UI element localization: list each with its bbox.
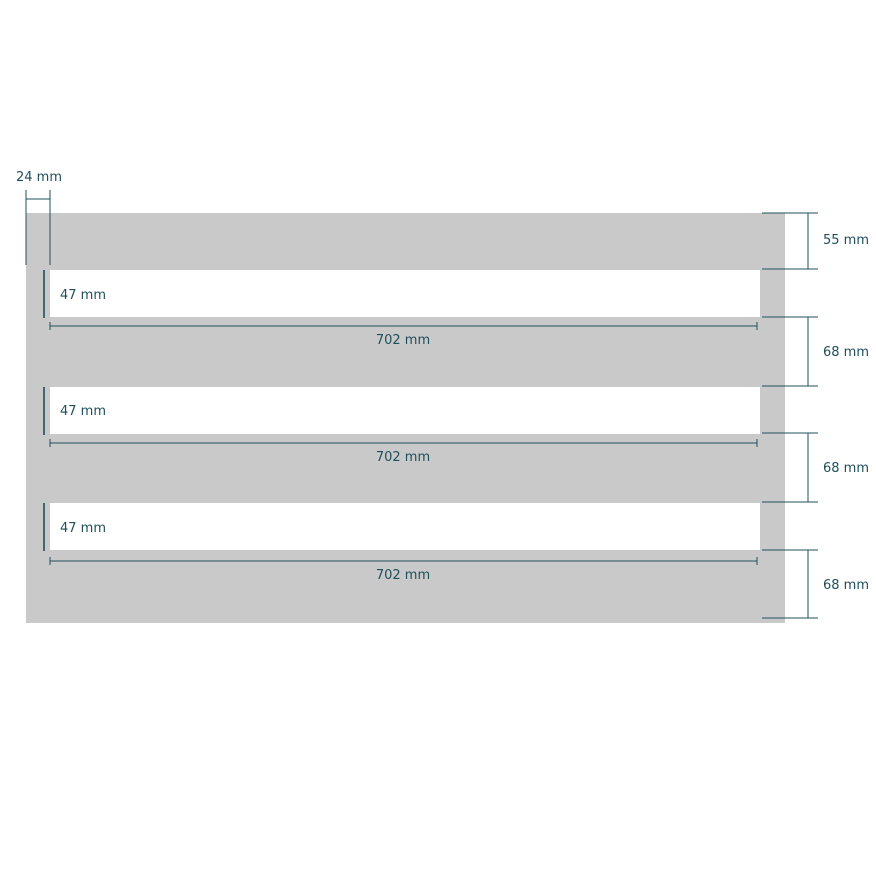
- top-bar-height-label: 55 mm: [823, 233, 869, 248]
- gap-height-label-1: 47 mm: [60, 288, 106, 303]
- bar-height-label-1: 68 mm: [823, 345, 869, 360]
- gap-width-dimensions: 702 mm 702 mm 702 mm: [49, 322, 758, 583]
- gap-width-label-3: 702 mm: [376, 568, 430, 583]
- gap-height-markers: 47 mm 47 mm 47 mm: [43, 270, 106, 551]
- slot-gap-1: [50, 270, 760, 317]
- frame-width-label: 24 mm: [16, 170, 62, 185]
- slot-gap-2: [50, 387, 760, 434]
- frame-width-dimension: 24 mm: [16, 170, 62, 265]
- gap-width-label-2: 702 mm: [376, 450, 430, 465]
- gap-width-label-1: 702 mm: [376, 333, 430, 348]
- bar-height-label-3: 68 mm: [823, 578, 869, 593]
- bar-height-label-2: 68 mm: [823, 461, 869, 476]
- gap-height-label-3: 47 mm: [60, 521, 106, 536]
- radiator-body: [26, 213, 785, 623]
- gap-height-label-2: 47 mm: [60, 404, 106, 419]
- slot-gap-3: [50, 503, 760, 550]
- bar-height-dimensions: 55 mm 68 mm 68 mm 68 mm: [762, 212, 869, 619]
